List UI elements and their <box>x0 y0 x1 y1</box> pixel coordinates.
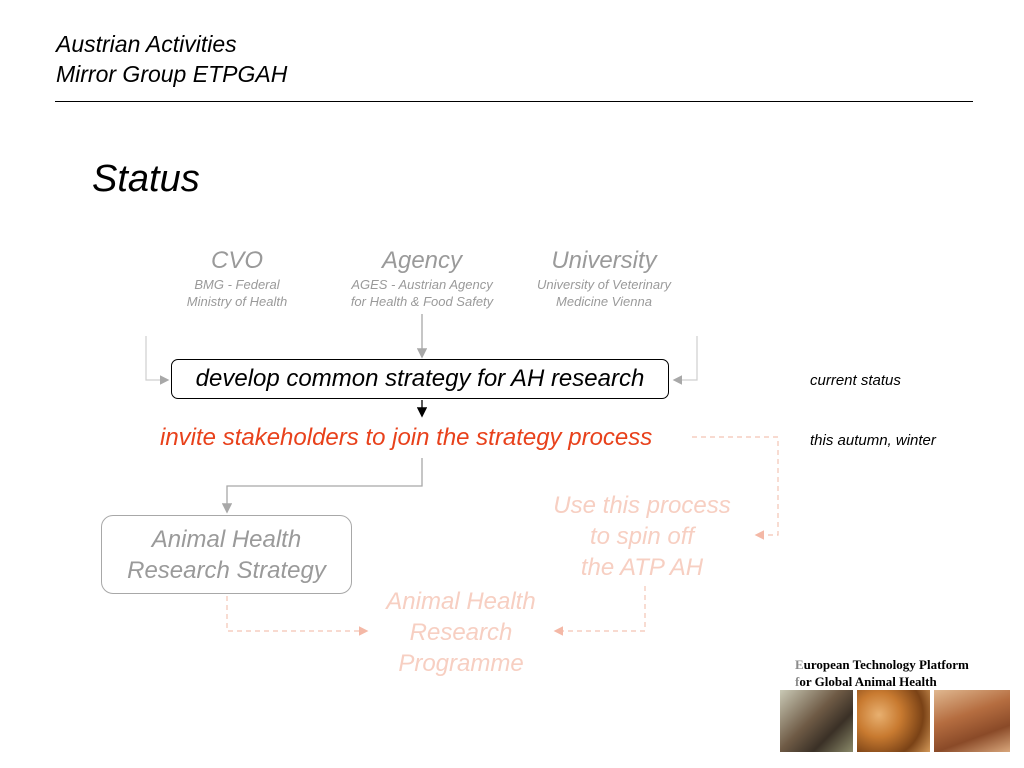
header-title-line2: Mirror Group ETPGAH <box>56 61 288 87</box>
programme-line3: Programme <box>398 650 524 677</box>
etp-logo-text: European Technology Platform for Global … <box>795 656 969 690</box>
stakeholder-sub: BMG - Federal <box>194 277 280 292</box>
photo-cattle-brown <box>857 690 930 752</box>
cvo-connector <box>145 336 170 385</box>
stakeholder-cvo: CVO BMG - Federal Ministry of Health <box>162 246 312 310</box>
stakeholder-name: Agency <box>381 247 463 274</box>
programme-line1: Animal Health <box>386 588 536 615</box>
photo-cattle-herd <box>934 690 1010 752</box>
stakeholder-agency: Agency AGES - Austrian Agency for Health… <box>332 246 512 310</box>
research-strategy-line1: Animal Health <box>151 525 302 553</box>
header-rule <box>55 101 973 102</box>
spin-off-line2: to spin off <box>589 523 695 550</box>
university-connector <box>672 336 698 385</box>
stakeholder-sub: Ministry of Health <box>186 294 288 309</box>
stakeholder-sub: University of Veterinary <box>537 277 671 292</box>
header-title-line1: Austrian Activities <box>56 31 237 57</box>
invite-to-strategy-connector <box>221 458 423 514</box>
stakeholder-sub: for Health & Food Safety <box>350 294 494 309</box>
etp-text: uropean Technology Platform <box>803 657 969 672</box>
develop-strategy-box: develop common strategy for AH research <box>171 359 669 399</box>
future-status-label: this autumn, winter <box>810 432 936 449</box>
stakeholder-name: CVO <box>210 247 263 274</box>
stakeholder-name: University <box>551 247 657 274</box>
strategy-to-programme-connector <box>226 596 369 636</box>
invite-to-spinoff-connector <box>692 436 779 540</box>
research-strategy-box: Animal Health Research Strategy <box>101 515 352 594</box>
stakeholder-sub: Medicine Vienna <box>556 294 652 309</box>
research-programme-text: Animal Health Research Programme <box>356 586 566 679</box>
photo-cattle-grey <box>780 690 853 752</box>
current-status-label: current status <box>810 372 901 389</box>
spin-off-text: Use this process to spin off the ATP AH <box>532 490 752 583</box>
spin-off-line3: the ATP AH <box>580 554 704 581</box>
etp-text: or Global Animal Health <box>799 674 937 689</box>
slide-title: Status <box>92 158 200 200</box>
etp-cap: f <box>795 674 800 689</box>
invite-stakeholders-text: invite stakeholders to join the strategy… <box>160 424 653 451</box>
stakeholder-university: University University of Veterinary Medi… <box>514 246 694 310</box>
spin-off-line1: Use this process <box>553 492 731 519</box>
etp-cap: E <box>795 657 804 672</box>
research-strategy-line2: Research Strategy <box>127 556 326 584</box>
stakeholder-sub: AGES - Austrian Agency <box>351 277 493 292</box>
programme-line2: Research <box>409 619 513 646</box>
spinoff-to-programme-connector <box>553 586 646 636</box>
